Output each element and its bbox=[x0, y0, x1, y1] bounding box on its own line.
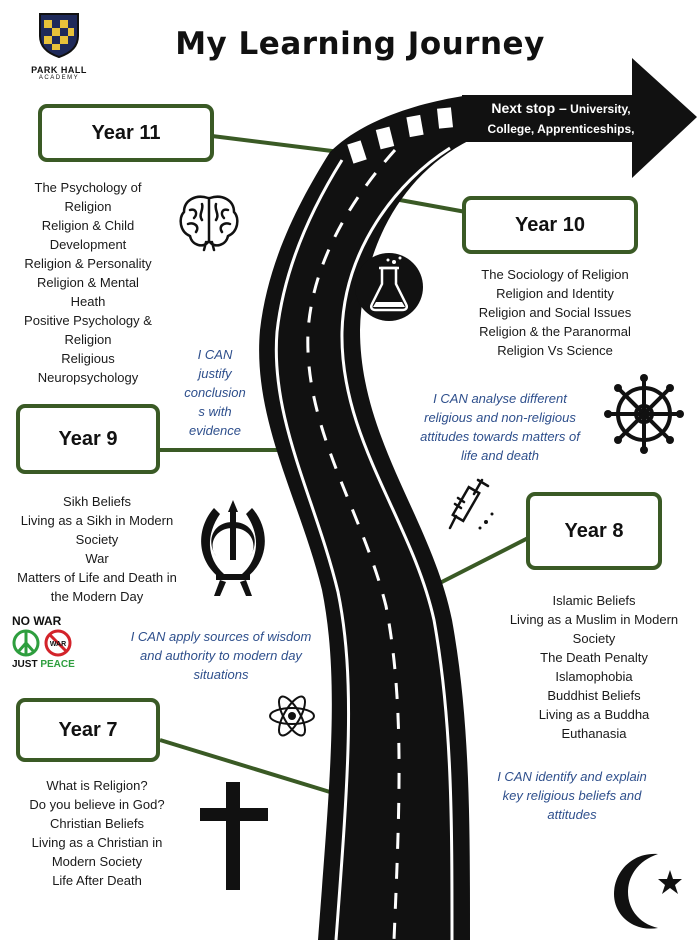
khanda-icon bbox=[201, 500, 265, 596]
ican-line: I CAN analyse different bbox=[433, 391, 567, 406]
atom-icon bbox=[269, 695, 315, 737]
shield-icon bbox=[39, 13, 79, 59]
topic-item: Religion bbox=[64, 199, 112, 214]
dharma-wheel-icon bbox=[604, 374, 684, 454]
topic-item: Heath bbox=[70, 294, 106, 309]
year11-box: Year 11 bbox=[38, 104, 214, 162]
topic-item: Modern Society bbox=[51, 854, 143, 869]
topic-item: Religion & Child bbox=[41, 218, 135, 233]
ican-line: attitudes bbox=[547, 807, 597, 822]
logo-name: PARK HALL bbox=[31, 65, 87, 75]
ican-line: conclusion bbox=[184, 385, 246, 400]
topic-item: War bbox=[85, 551, 109, 566]
ican-line: justify bbox=[198, 366, 232, 381]
topic-item: the Modern Day bbox=[50, 589, 144, 604]
peace-word: PEACE bbox=[40, 659, 75, 670]
peace-icon: WAR bbox=[12, 629, 72, 657]
topic-item: Life After Death bbox=[52, 873, 142, 888]
year7-topics: What is Religion? Do you believe in God?… bbox=[4, 776, 190, 890]
year11-topics: The Psychology of Religion Religion & Ch… bbox=[8, 178, 168, 387]
ican-line: I CAN identify and explain bbox=[497, 769, 647, 784]
topic-item: Matters of Life and Death in bbox=[17, 570, 177, 585]
ican-line: situations bbox=[193, 667, 249, 682]
ican-line: I CAN bbox=[197, 347, 233, 362]
topic-item: Sikh Beliefs bbox=[63, 494, 131, 509]
connector-year11 bbox=[211, 134, 341, 154]
year8-label: Year 8 bbox=[564, 519, 624, 542]
topic-item: Positive Psychology & bbox=[24, 313, 152, 328]
page-title: My Learning Journey bbox=[175, 26, 545, 62]
topic-item: The Death Penalty bbox=[540, 650, 648, 665]
syringe-icon bbox=[448, 478, 494, 530]
topic-item: Islamic Beliefs bbox=[552, 593, 636, 608]
year7-label: Year 7 bbox=[58, 718, 118, 741]
ican-justify: I CAN justify conclusion s with evidence bbox=[172, 345, 258, 440]
topic-item: Living as a Sikh in Modern bbox=[20, 513, 174, 528]
no-war-badge-text: WAR bbox=[50, 641, 66, 648]
next-stop-text: Next stop – University, College, Apprent… bbox=[470, 98, 652, 159]
road-body bbox=[259, 95, 470, 940]
topic-item: The Psychology of bbox=[34, 180, 142, 195]
topic-item: Society bbox=[75, 532, 119, 547]
logo-sub: ACADEMY bbox=[38, 75, 80, 81]
ican-line: attitudes towards matters of bbox=[420, 429, 580, 444]
road-arrow bbox=[462, 58, 697, 178]
flask-icon bbox=[355, 253, 423, 321]
connector-year7 bbox=[159, 738, 331, 794]
next-stop-body: University, College, Apprenticeships, ca… bbox=[487, 102, 635, 156]
topic-item: Religion & Mental bbox=[37, 275, 139, 290]
just-word: JUST bbox=[12, 659, 38, 670]
topic-item: Living as a Buddha bbox=[538, 707, 650, 722]
year8-box: Year 8 bbox=[526, 492, 662, 570]
topic-item: Religion & Personality bbox=[24, 256, 152, 271]
ican-line: and authority to modern day bbox=[140, 648, 302, 663]
ican-line: religious and non-religious bbox=[424, 410, 576, 425]
topic-item: Buddhist Beliefs bbox=[547, 688, 641, 703]
ican-line: evidence bbox=[188, 423, 242, 438]
ican-line: I CAN apply sources of wisdom bbox=[130, 629, 312, 644]
ican-line: life and death bbox=[460, 448, 540, 463]
year9-box: Year 9 bbox=[16, 404, 160, 474]
connector-year8 bbox=[429, 536, 529, 590]
year9-label: Year 9 bbox=[58, 427, 118, 450]
topic-item: Living as a Muslim in Modern bbox=[509, 612, 679, 627]
no-war-badge: NO WAR WAR JUST PEACE bbox=[12, 614, 78, 672]
topic-item: Development bbox=[49, 237, 127, 252]
year10-topics: The Sociology of Religion Religion and I… bbox=[455, 265, 655, 360]
no-war-title: NO WAR bbox=[12, 614, 62, 628]
crescent-star-icon bbox=[614, 853, 682, 929]
topic-item: Living as a Christian in bbox=[31, 835, 163, 850]
cross-icon bbox=[200, 782, 268, 890]
topic-item: Islamophobia bbox=[555, 669, 633, 684]
year8-topics: Islamic Beliefs Living as a Muslim in Mo… bbox=[494, 591, 694, 743]
year7-box: Year 7 bbox=[16, 698, 160, 762]
year10-label: Year 10 bbox=[514, 213, 586, 236]
school-logo: PARK HALL ACADEMY bbox=[30, 12, 88, 81]
ican-apply: I CAN apply sources of wisdom and author… bbox=[108, 627, 334, 684]
topic-item: Neuropsychology bbox=[37, 370, 139, 385]
topic-item: What is Religion? bbox=[46, 778, 148, 793]
ican-line: s with bbox=[198, 404, 232, 419]
ican-line: key religious beliefs and bbox=[502, 788, 642, 803]
topic-item: Euthanasia bbox=[561, 726, 627, 741]
topic-item: The Sociology of Religion bbox=[481, 267, 629, 282]
ican-identify: I CAN identify and explain key religious… bbox=[478, 767, 666, 824]
year11-label: Year 11 bbox=[91, 121, 161, 144]
topic-item: Religion Vs Science bbox=[497, 343, 613, 358]
year10-box: Year 10 bbox=[462, 196, 638, 254]
topic-item: Religion bbox=[64, 332, 112, 347]
just-peace: JUST PEACE bbox=[12, 658, 78, 672]
brain-icon bbox=[179, 195, 239, 252]
topic-item: Do you believe in God? bbox=[29, 797, 165, 812]
topic-item: Religion and Identity bbox=[496, 286, 614, 301]
next-stop-lead: Next stop – bbox=[491, 100, 567, 116]
topic-item: Religion and Social Issues bbox=[478, 305, 632, 320]
topic-item: Society bbox=[572, 631, 616, 646]
topic-item: Religious bbox=[61, 351, 115, 366]
ican-analyse: I CAN analyse different religious and no… bbox=[400, 389, 600, 465]
topic-item: Christian Beliefs bbox=[50, 816, 144, 831]
year9-topics: Sikh Beliefs Living as a Sikh in Modern … bbox=[2, 492, 192, 606]
topic-item: Religion & the Paranormal bbox=[479, 324, 631, 339]
